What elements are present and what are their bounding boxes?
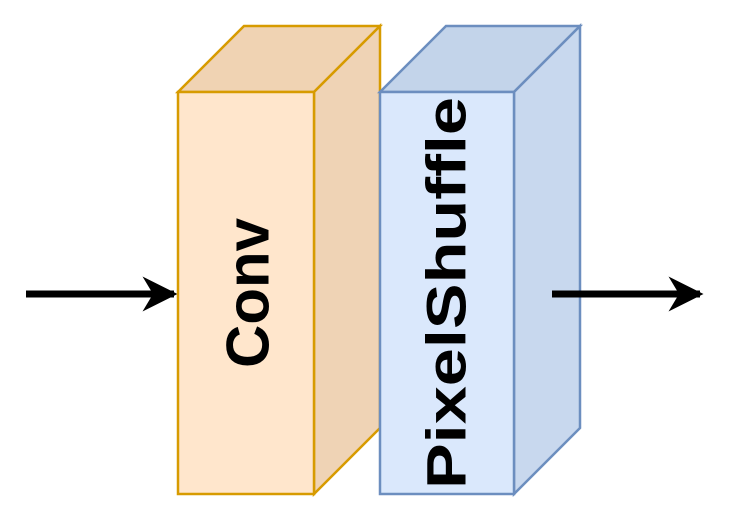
- conv-block-front: [176, 90, 316, 496]
- pixelshuffle-label: PixelShuffle: [415, 97, 478, 489]
- conv-block-side: [312, 22, 382, 498]
- pixelshuffle-block: PixelShuffle: [376, 22, 584, 498]
- pixelshuffle-block-side: [512, 22, 582, 498]
- conv-label: Conv: [215, 217, 282, 368]
- conv-block: Conv: [174, 22, 384, 498]
- pixelshuffle-block-front: [378, 90, 516, 496]
